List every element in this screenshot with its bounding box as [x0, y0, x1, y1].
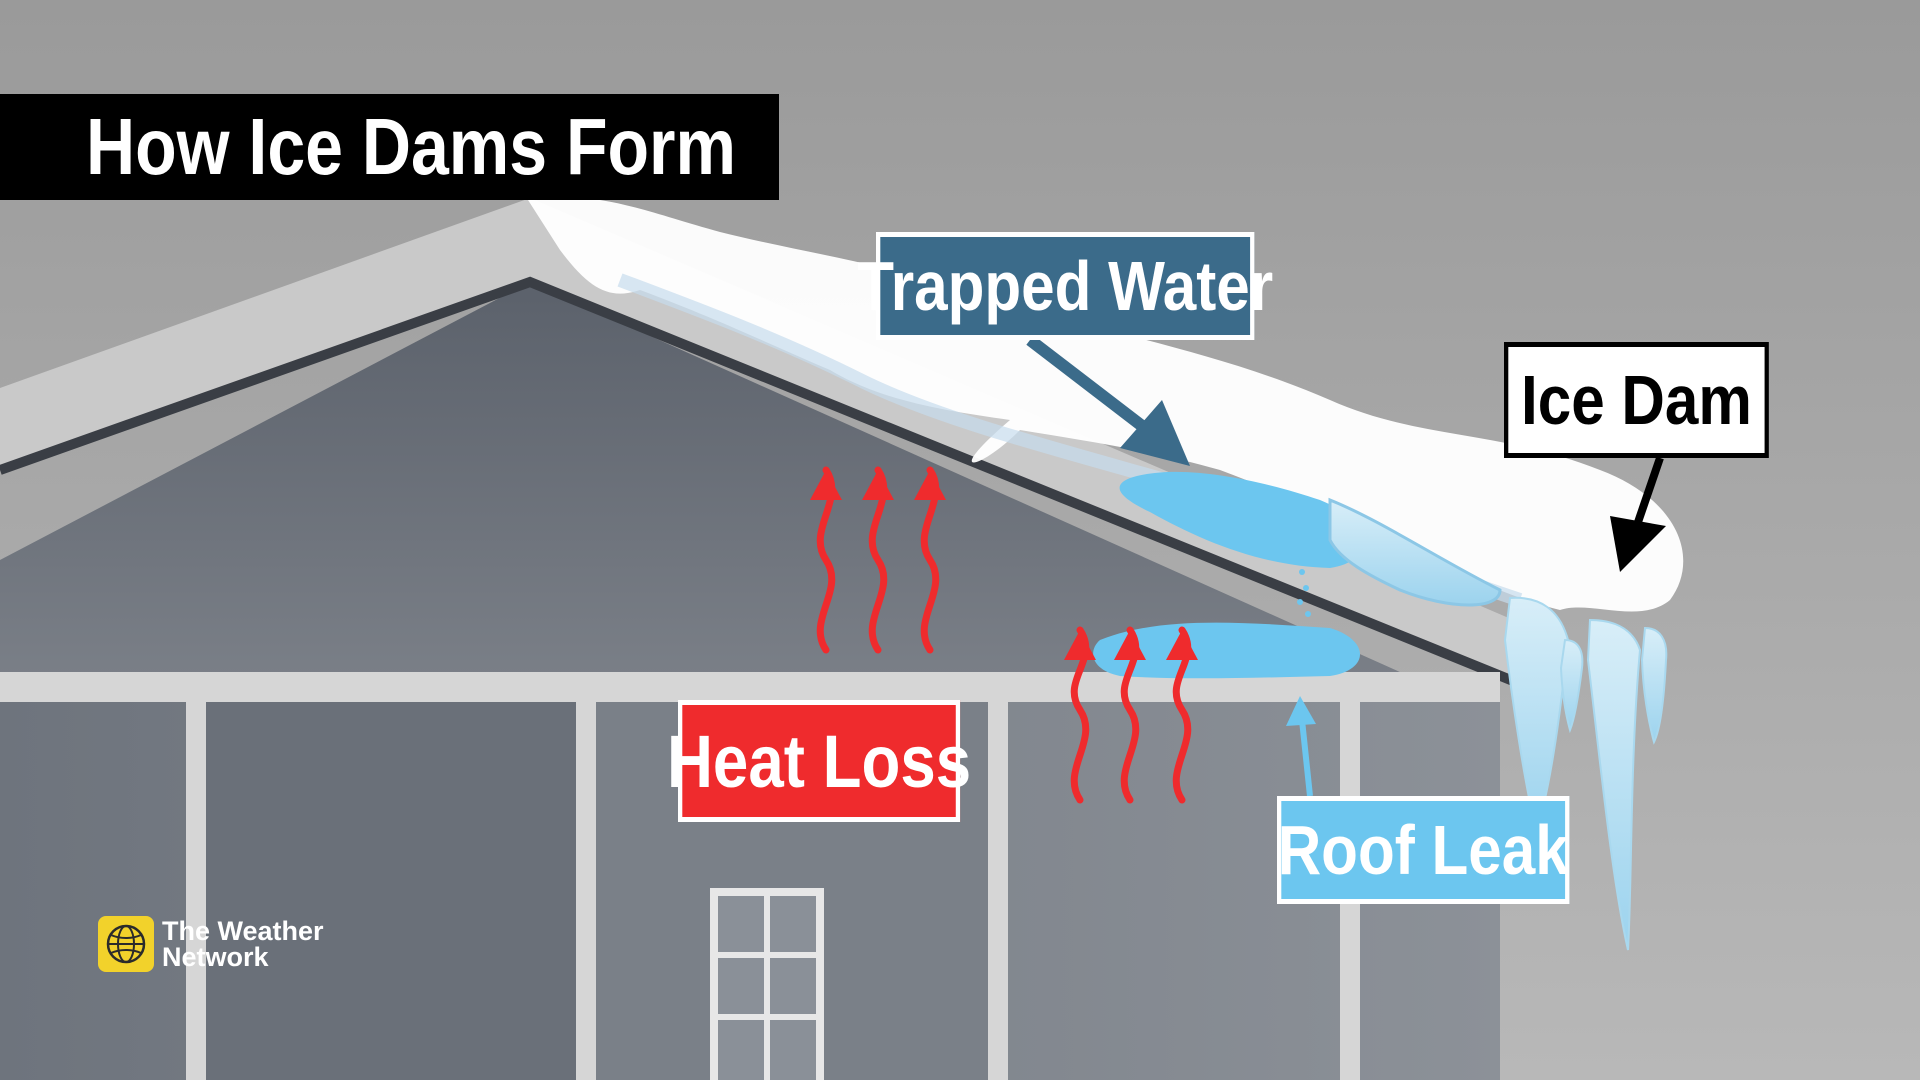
ice-dam-arrowhead [1610, 516, 1666, 572]
logo-text: The Weather Network [162, 916, 324, 972]
title-bar: How Ice Dams Form [0, 94, 779, 200]
weather-network-logo: The Weather Network [98, 916, 324, 972]
leak-puddle [1093, 622, 1360, 679]
icicle [1559, 638, 1584, 734]
heat-arrowhead [914, 470, 946, 500]
trapped-water-arrowhead [1120, 400, 1190, 466]
roof-leak-arrowhead [1286, 696, 1316, 726]
page-title: How Ice Dams Form [86, 102, 736, 191]
door-pane [718, 896, 764, 952]
icicle [1586, 618, 1642, 951]
water-drop [1305, 611, 1311, 617]
wall-shade [206, 702, 576, 1080]
heat-arrowhead [862, 470, 894, 500]
heat-arrowheads-upper [810, 470, 946, 500]
icicle [1503, 596, 1570, 834]
door-pane [770, 896, 816, 952]
heat-arrowhead [810, 470, 842, 500]
roof-edge-line [0, 276, 1562, 705]
roof-band [0, 198, 1560, 700]
heat-arrowheads-lower [1064, 630, 1198, 660]
heat-arrowhead [1166, 630, 1198, 660]
water-drop [1297, 599, 1303, 605]
logo-line-1: The Weather [162, 916, 324, 946]
trapped-water-arrow [1026, 335, 1154, 437]
trapped-water-pool [1119, 471, 1363, 568]
door-pane [770, 958, 816, 1014]
porch-column [988, 700, 1008, 1080]
porch-column [576, 700, 596, 1080]
water-drop [1303, 585, 1309, 591]
door-pane [770, 1020, 816, 1080]
door-pane [718, 958, 764, 1014]
water-drop [1299, 569, 1305, 575]
ice-dam-chunk [1328, 497, 1502, 607]
logo-line-2: Network [162, 942, 269, 972]
ice-dam-arrow [1632, 456, 1664, 530]
heat-arrowhead [1064, 630, 1096, 660]
label-trapped-water: Trapped Water [857, 232, 1273, 340]
label-ice-dam: Ice Dam [1504, 342, 1769, 458]
gable-wall [0, 282, 1440, 690]
porch-column [186, 700, 206, 1080]
door-pane [718, 1020, 764, 1080]
icicle [1640, 626, 1668, 745]
label-roof-leak: Roof Leak [1277, 796, 1570, 904]
roof-leak-arrow [1299, 719, 1313, 797]
heat-arrowhead [1114, 630, 1146, 660]
label-heat-loss: Heat Loss [667, 700, 971, 822]
globe-icon [98, 916, 154, 972]
